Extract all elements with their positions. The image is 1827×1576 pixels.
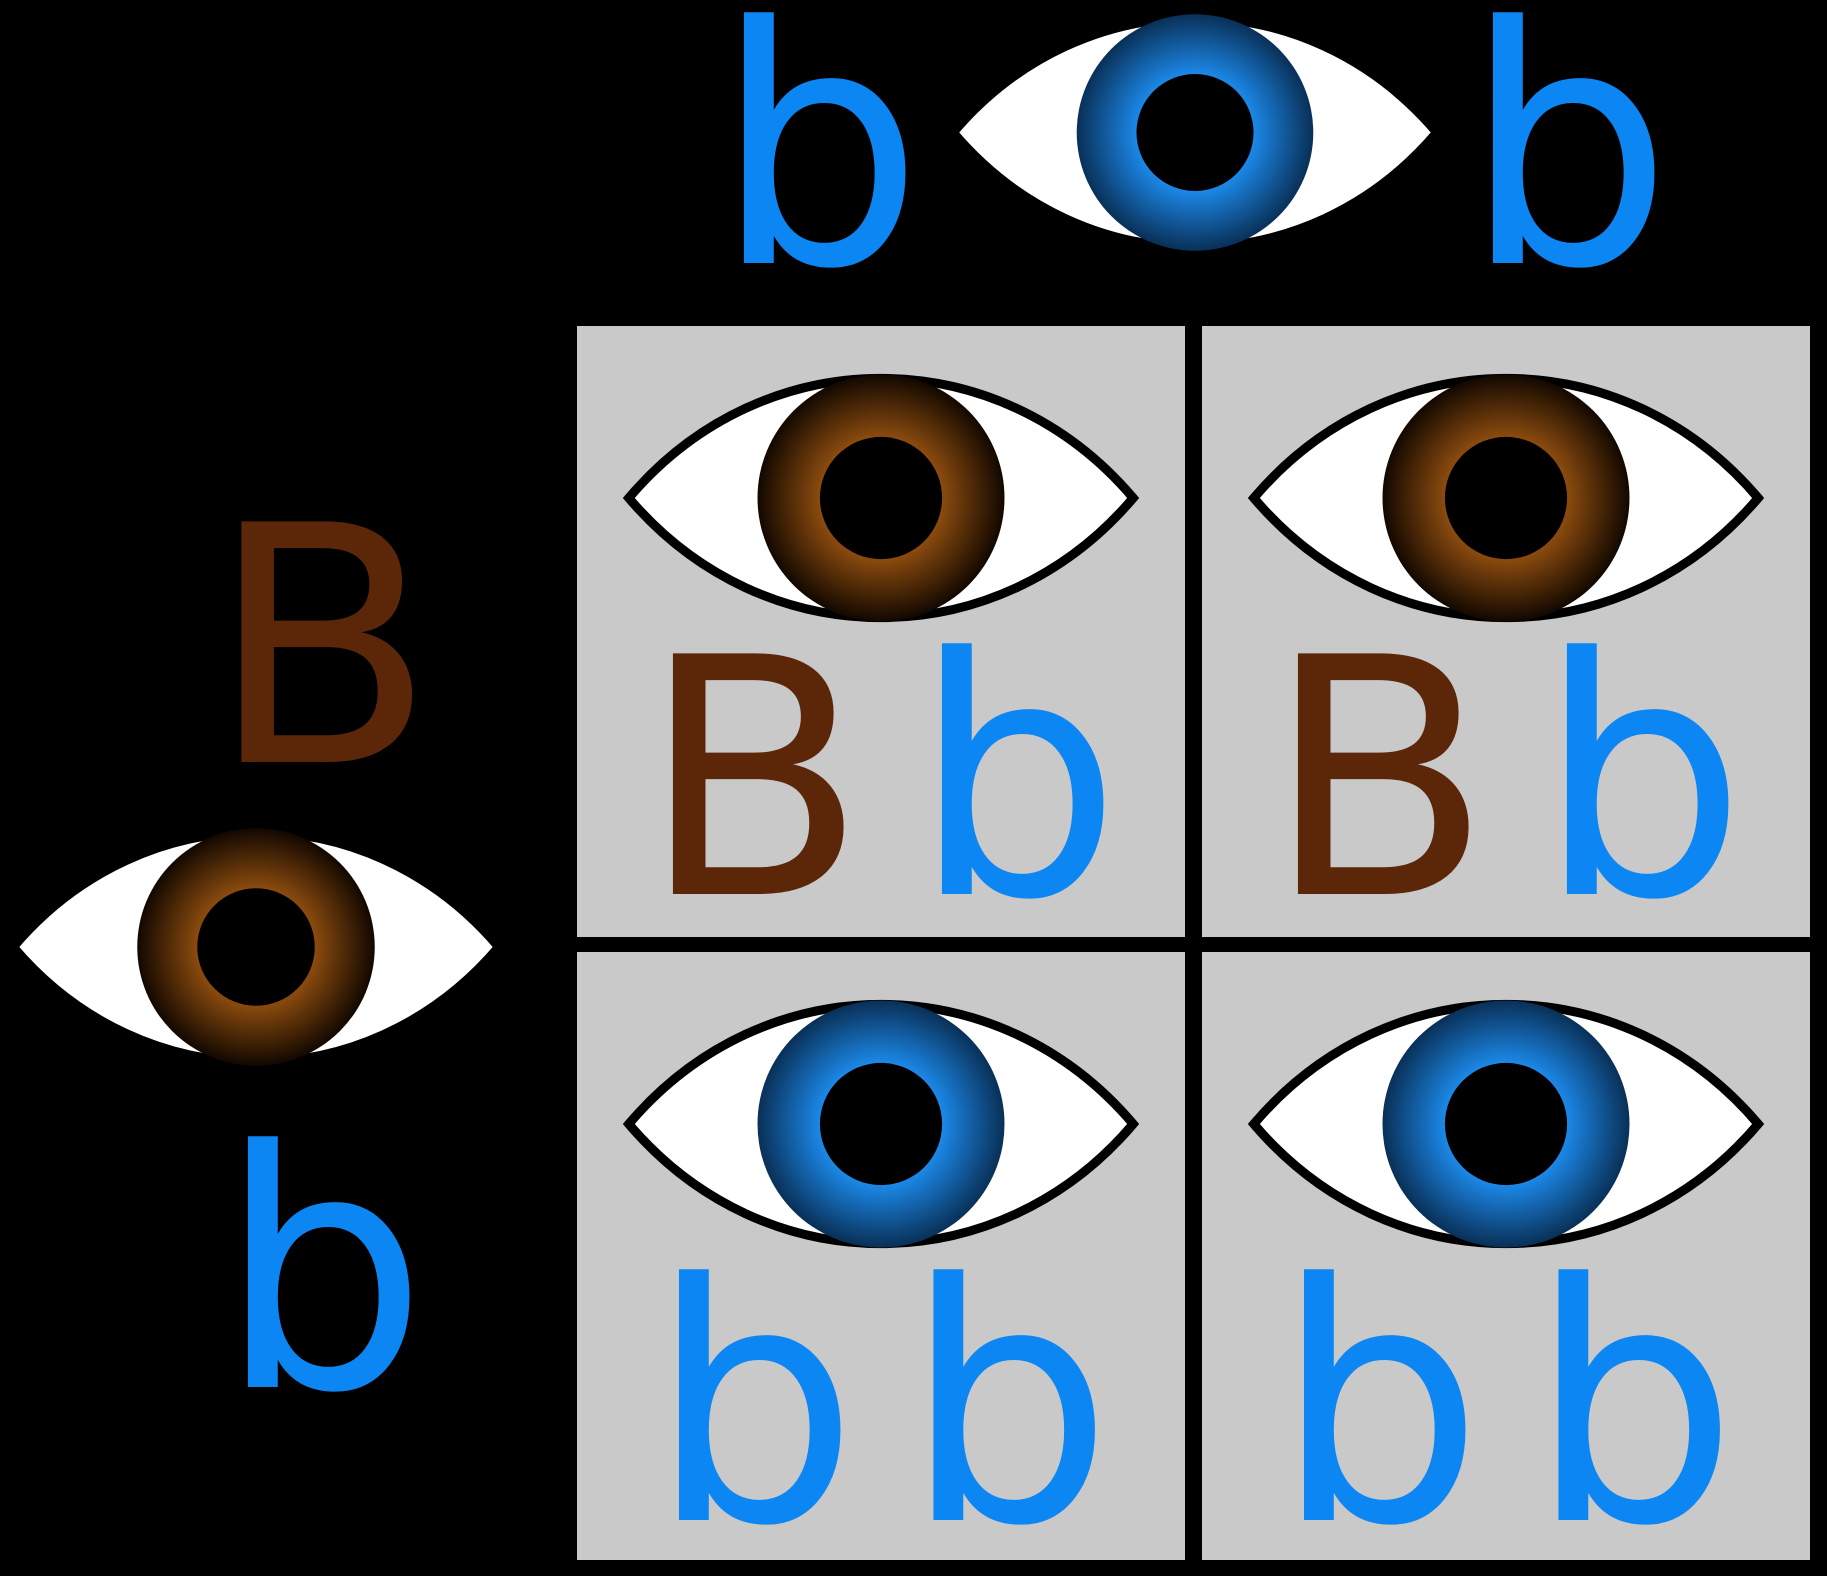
pupil [1444, 436, 1568, 560]
brown-eye-icon [622, 373, 1140, 623]
pupil [1136, 73, 1254, 192]
blue-eye-icon [1247, 999, 1765, 1249]
allele-letter: b [1528, 1214, 1738, 1576]
left-parent-allele-top: B [209, 456, 436, 840]
top-parent-allele-left: b [714, 0, 924, 341]
allele-letter: B [640, 588, 867, 972]
left-parent-allele-bottom: b [218, 1081, 428, 1465]
allele-letter: b [1274, 1214, 1484, 1576]
allele-letter: b [1536, 588, 1747, 972]
pupil [819, 436, 943, 560]
brown-eye-icon [7, 827, 505, 1067]
allele-letter: b [649, 1214, 859, 1576]
pupil [819, 1062, 943, 1186]
pupil [197, 888, 315, 1006]
top-parent-allele-right: b [1463, 0, 1673, 341]
allele-letter: b [903, 1214, 1113, 1576]
allele-letter: B [1265, 588, 1492, 972]
allele-letter: b [911, 588, 1122, 972]
pupil [1444, 1062, 1568, 1186]
blue-eye-icon [947, 13, 1443, 252]
blue-eye-icon [622, 999, 1140, 1249]
brown-eye-icon [1247, 373, 1765, 623]
